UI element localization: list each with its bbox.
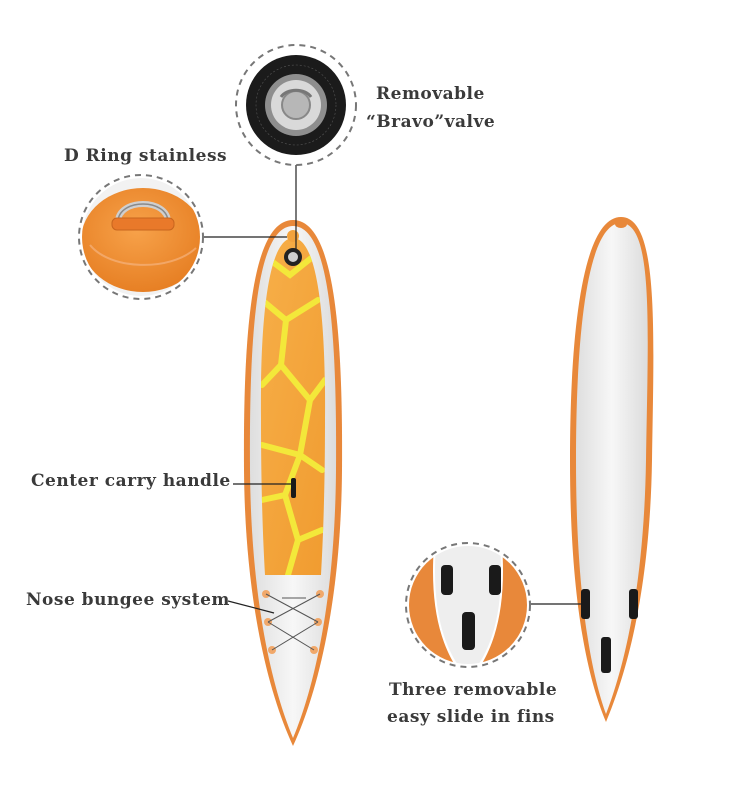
bungee-label: Nose bungee system <box>26 590 230 610</box>
nose-bungee <box>262 590 324 654</box>
fins-label-line1: Three removable <box>389 680 558 700</box>
fins-callout <box>405 542 531 668</box>
back-tail-patch <box>615 220 627 228</box>
back-board <box>570 217 654 722</box>
d-ring-label: D Ring stainless <box>64 146 228 166</box>
tail-patch <box>287 230 299 242</box>
handle-label: Center carry handle <box>31 471 231 491</box>
center-fin <box>601 637 611 673</box>
fins-label-line2: easy slide in fins <box>387 707 555 727</box>
deck-pad <box>260 238 326 575</box>
valve-callout <box>235 44 357 166</box>
carry-handle <box>291 478 296 498</box>
d-ring-callout <box>78 174 204 300</box>
side-fin-left <box>581 589 590 619</box>
valve-label-line1: Removable <box>376 84 485 104</box>
callout-lines <box>202 162 581 614</box>
side-fin-right <box>629 589 638 619</box>
front-board <box>243 220 343 746</box>
valve-label-line2: “Bravo”valve <box>366 112 496 132</box>
